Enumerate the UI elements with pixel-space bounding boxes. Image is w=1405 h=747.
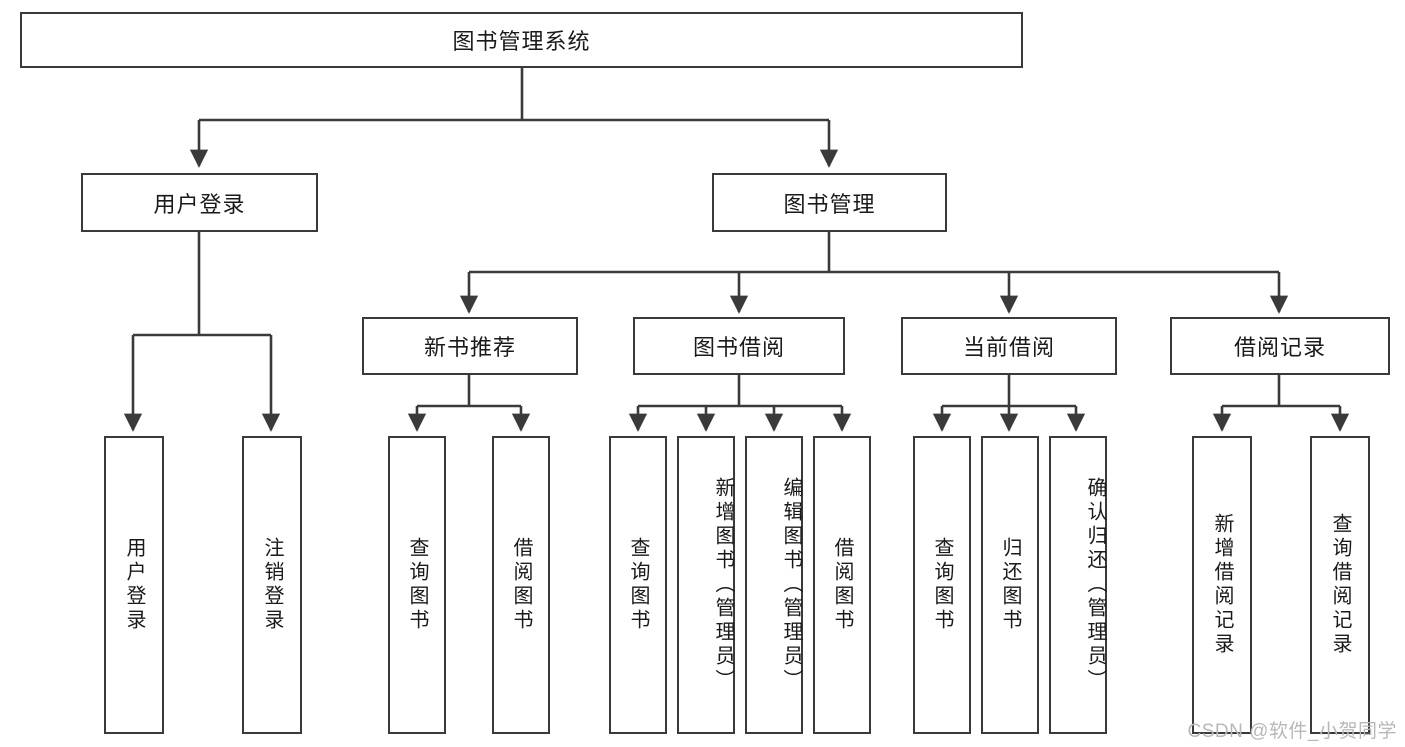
leaf-borrow-book-recommend[interactable]: 借阅图书 (492, 436, 550, 734)
node-book-borrow[interactable]: 图书借阅 (633, 317, 845, 375)
node-label: 编辑图书（管理员） (780, 477, 802, 693)
node-label: 查询图书 (627, 537, 649, 633)
node-label: 图书管理系统 (452, 29, 591, 54)
leaf-user-login[interactable]: 用户登录 (104, 436, 164, 734)
leaf-confirm-return-admin[interactable]: 确认归还（管理员） (1049, 436, 1107, 734)
leaf-return-book[interactable]: 归还图书 (981, 436, 1039, 734)
node-label: 新书推荐 (423, 335, 516, 360)
node-label: 借阅记录 (1233, 335, 1326, 360)
node-label: 查询借阅记录 (1329, 513, 1351, 657)
node-label: 查询图书 (406, 537, 428, 633)
leaf-borrow-book[interactable]: 借阅图书 (813, 436, 871, 734)
node-label: 确认归还（管理员） (1084, 477, 1106, 693)
node-label: 用户登录 (153, 191, 246, 217)
node-label: 新增借阅记录 (1211, 513, 1233, 657)
leaf-query-book-borrow[interactable]: 查询图书 (609, 436, 667, 734)
node-book-management[interactable]: 图书管理 (712, 173, 947, 232)
node-label: 用户登录 (123, 537, 145, 633)
leaf-edit-book-admin[interactable]: 编辑图书（管理员） (745, 436, 803, 734)
node-user-login[interactable]: 用户登录 (81, 173, 318, 232)
node-label: 图书借阅 (692, 335, 785, 360)
node-new-book-recommend[interactable]: 新书推荐 (362, 317, 578, 375)
leaf-query-book-current[interactable]: 查询图书 (913, 436, 971, 734)
node-label: 查询图书 (931, 537, 953, 633)
leaf-logout[interactable]: 注销登录 (242, 436, 302, 734)
node-label: 注销登录 (261, 537, 283, 633)
node-label: 借阅图书 (831, 537, 853, 633)
node-root-system[interactable]: 图书管理系统 (20, 12, 1023, 68)
node-label: 借阅图书 (510, 537, 532, 633)
node-current-borrow[interactable]: 当前借阅 (901, 317, 1117, 375)
node-label: 图书管理 (783, 191, 876, 217)
leaf-add-book-admin[interactable]: 新增图书（管理员） (677, 436, 735, 734)
node-label: 当前借阅 (962, 335, 1055, 360)
node-borrow-record[interactable]: 借阅记录 (1170, 317, 1390, 375)
leaf-add-borrow-record[interactable]: 新增借阅记录 (1192, 436, 1252, 734)
leaf-query-borrow-record[interactable]: 查询借阅记录 (1310, 436, 1370, 734)
leaf-query-book-recommend[interactable]: 查询图书 (388, 436, 446, 734)
node-label: 归还图书 (999, 537, 1021, 633)
node-label: 新增图书（管理员） (712, 477, 734, 693)
